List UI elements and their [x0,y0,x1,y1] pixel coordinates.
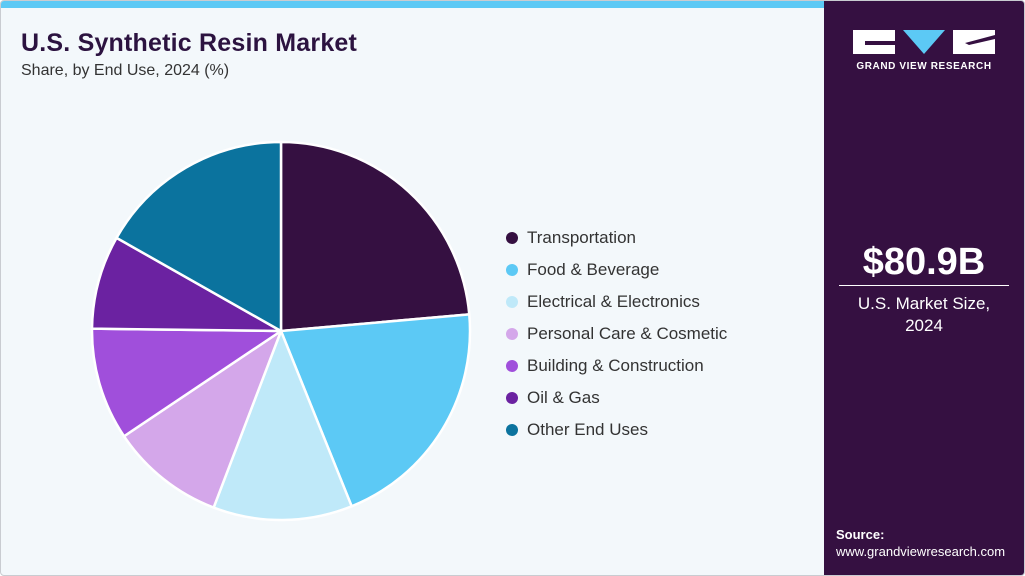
legend-label: Electrical & Electronics [527,292,700,311]
legend-label: Personal Care & Cosmetic [527,324,728,343]
legend-label: Food & Beverage [527,260,660,279]
legend-label: Oil & Gas [527,388,600,407]
logo-text: GRAND VIEW RESEARCH [856,61,992,72]
legend-item: Food & Beverage [506,254,727,286]
legend-swatch [506,360,518,372]
legend-swatch [506,392,518,404]
summary-sidebar: GRAND VIEW RESEARCH $80.9B U.S. Market S… [824,1,1024,575]
pie-slice-oil-gas [90,236,283,333]
legend-label: Other End Uses [527,420,648,439]
legend-item: Personal Care & Cosmetic [506,318,727,350]
legend-item: Electrical & Electronics [506,286,727,318]
pie-slice-electrical-electronics [212,329,353,522]
legend-swatch [506,264,518,276]
legend-item: Oil & Gas [506,382,727,414]
legend-item: Other End Uses [506,414,727,446]
accent-bar [1,1,824,8]
legend-swatch [506,232,518,244]
legend-item: Building & Construction [506,350,727,382]
chart-panel: U.S. Synthetic Resin Market Share, by En… [1,1,824,575]
pie-chart [90,140,472,522]
legend-swatch [506,328,518,340]
source-label: Source: [836,527,885,542]
pie-slice-food-beverage [279,313,472,508]
legend-swatch [506,424,518,436]
market-size-label: U.S. Market Size, 2024 [857,294,991,335]
grand-view-research-logo-icon [853,30,995,54]
chart-title: U.S. Synthetic Resin Market [21,29,358,57]
pie-slice-other-end-uses [115,140,283,333]
legend-item: Transportation [506,222,727,254]
legend-swatch [506,296,518,308]
legend-label: Building & Construction [527,356,704,375]
chart-subtitle: Share, by End Use, 2024 (%) [21,62,230,79]
pie-slice-building-construction [90,327,283,438]
legend-label: Transportation [527,228,636,247]
pie-slice-transportation [279,140,471,333]
source-url[interactable]: www.grandviewresearch.com [836,544,1006,559]
market-size-value: $80.9B [862,241,986,283]
value-divider [839,285,1009,286]
pie-slice-personal-care-cosmetic [122,329,283,509]
